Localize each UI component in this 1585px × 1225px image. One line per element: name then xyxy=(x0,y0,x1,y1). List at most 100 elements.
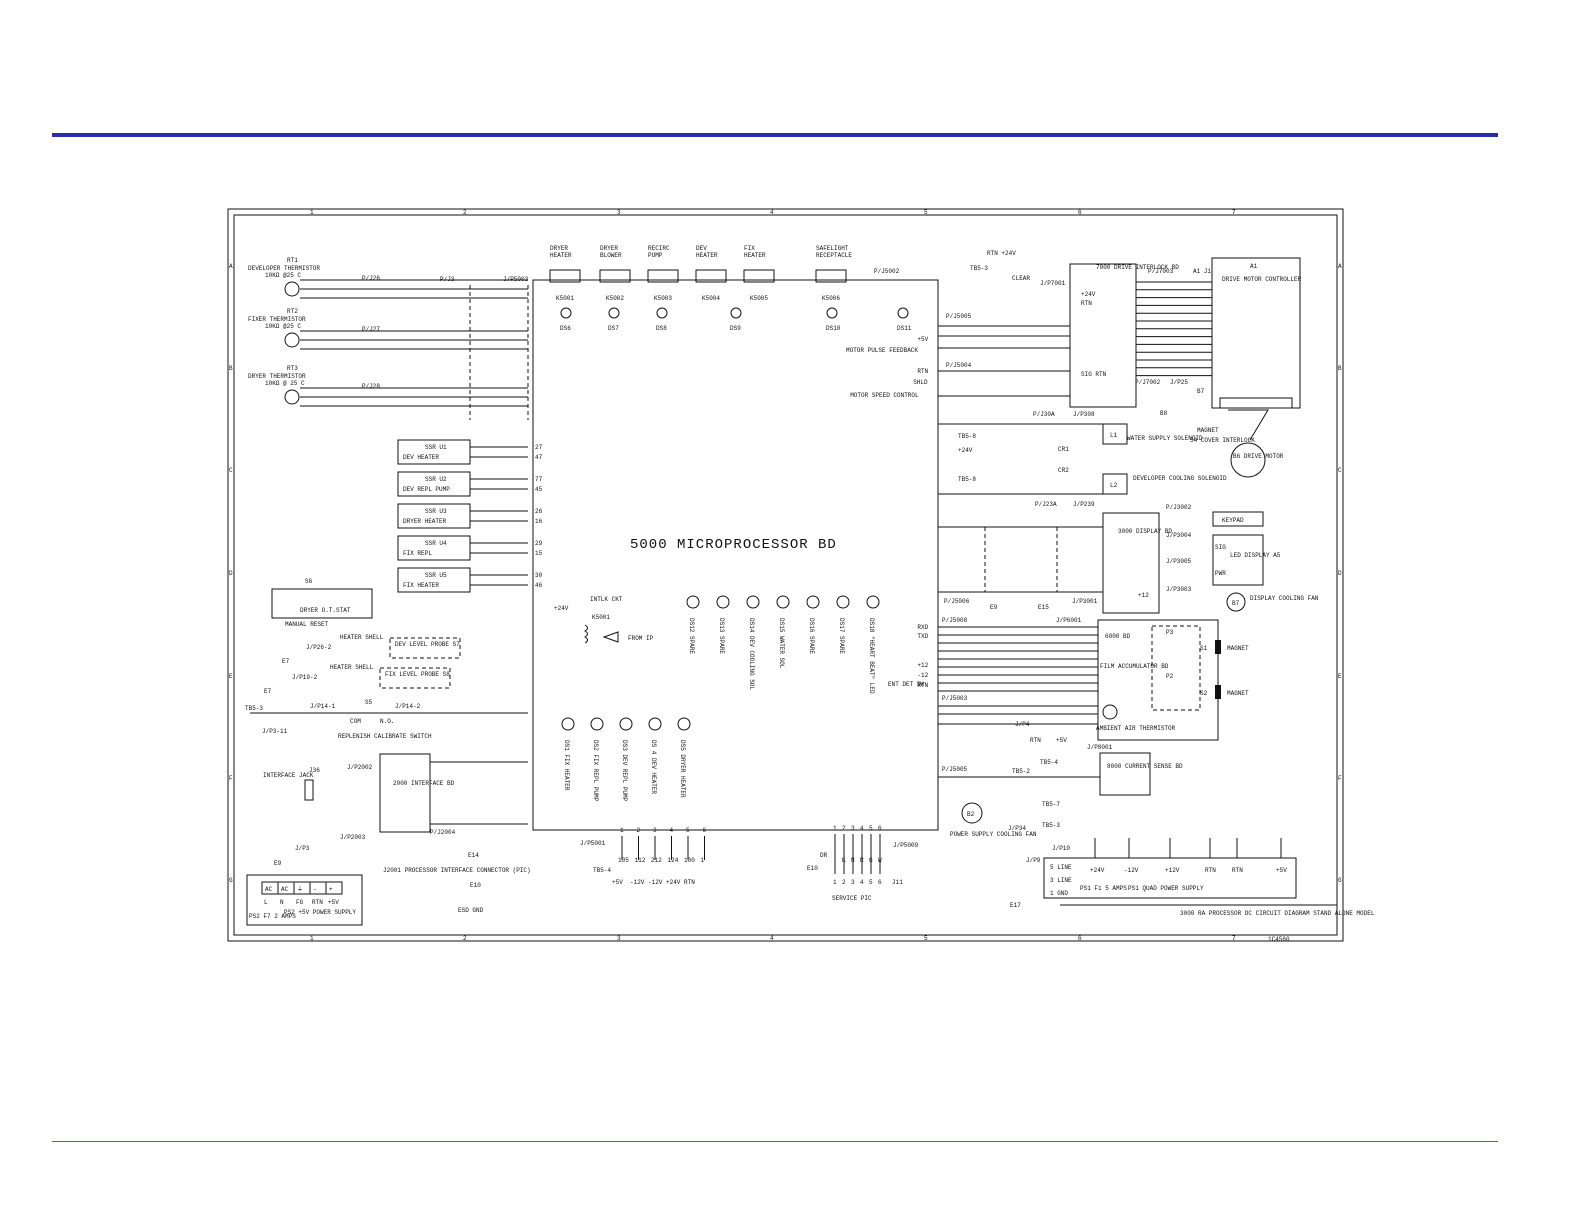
ssr-pin: 45 xyxy=(535,486,543,493)
ssr-ref: SSR U3 xyxy=(425,508,447,515)
service-color: W xyxy=(878,857,882,864)
relay-head-line1: SAFELIGHT xyxy=(816,245,849,252)
e14-label: E14 xyxy=(468,852,479,859)
from-ip-buffer xyxy=(602,631,619,643)
jp5001-rail: -12V xyxy=(630,879,645,886)
relay-head-line1: DRYER xyxy=(550,245,568,252)
relay-contact-box xyxy=(549,269,581,283)
jp9-label: J/P9 xyxy=(1026,857,1041,864)
grid-col-bottom: 4 xyxy=(770,935,774,942)
grid-row-right: D xyxy=(1338,570,1342,577)
ssr-ref: SSR U5 xyxy=(425,572,447,579)
thermistor-value: 10KΩ @25 C xyxy=(265,323,301,330)
pj5002-label: P/J5002 xyxy=(874,268,900,275)
ps-fan-ref: B2 xyxy=(967,811,975,818)
ssr-pin: 46 xyxy=(535,582,543,589)
ps1-gnd: 1 GND xyxy=(1050,890,1068,897)
grid-row-left: F xyxy=(229,775,233,782)
right-signal-label: ENT DET SW xyxy=(888,681,924,688)
b8-label: B8 xyxy=(1160,410,1168,417)
lower-led-icon xyxy=(590,717,604,731)
ps-fan-symbol xyxy=(961,802,983,824)
current-sense-label: 8000 CURRENT SENSE BD xyxy=(1107,763,1183,770)
grid-row-right: E xyxy=(1338,673,1342,680)
center-led-icon xyxy=(746,595,760,609)
keypad-label: KEYPAD xyxy=(1222,517,1244,524)
center-led-label: DS17 SPARE xyxy=(838,618,845,654)
thermistor-value: 10KΩ @ 25 C xyxy=(265,380,305,387)
relay-head-line1: FIX xyxy=(744,245,755,252)
dryer-stat-label: DRYER O.T.STAT xyxy=(300,607,351,614)
l1-label: L1 xyxy=(1110,432,1118,439)
j36-label: J36 xyxy=(309,767,320,774)
jp3-interface: J/P3 xyxy=(295,845,310,852)
relay-contact-box xyxy=(743,269,775,283)
tb5-3-left: TB5-3 xyxy=(245,705,263,712)
pj5005-label: P/J5005 xyxy=(946,313,972,320)
film-s2: S2 xyxy=(1200,690,1208,697)
center-led-label: DS15 WATER SOL xyxy=(778,618,785,669)
grid-row-right: F xyxy=(1338,775,1342,782)
relay-led-icon xyxy=(656,307,668,319)
pj3002-label: P/J3002 xyxy=(1166,504,1192,511)
ssr-name: DEV REPL PUMP xyxy=(403,486,450,493)
film-6000-label: 6000 BD xyxy=(1105,633,1131,640)
grid-col-bottom: 2 xyxy=(463,935,467,942)
jp5001-rail: RTN xyxy=(684,879,695,886)
plus24v-label: +24V xyxy=(554,605,569,612)
display-fan-label: DISPLAY COOLING FAN xyxy=(1250,595,1319,602)
relay-ds-label: DS10 xyxy=(826,325,841,332)
thermistor-icon xyxy=(284,332,300,348)
grid-col-bottom: 5 xyxy=(924,935,928,942)
lower-led-icon xyxy=(677,717,691,731)
service-pin-bottom: 6 xyxy=(878,879,882,886)
right-signal-label: SHLD xyxy=(913,379,928,386)
relay-ref: K5003 xyxy=(654,295,672,302)
jp308-label: J/P308 xyxy=(1073,411,1095,418)
e17-label: E17 xyxy=(1010,902,1021,909)
l2-label: L2 xyxy=(1110,482,1118,489)
psfan-tb5-7: TB5-7 xyxy=(1042,801,1060,808)
jp5001-pin: 2 xyxy=(637,827,641,834)
grid-col-bottom: 7 xyxy=(1232,935,1236,942)
ps2-pin-label: +5V xyxy=(328,899,339,906)
jp19-2-label: J/P19-2 xyxy=(292,674,318,681)
right-signal-label: MOTOR SPEED CONTROL xyxy=(850,392,919,399)
ps1-line1: 5 LINE xyxy=(1050,864,1072,871)
film-s1: S1 xyxy=(1200,645,1208,652)
heater-shell-2: HEATER SHELL xyxy=(330,664,374,671)
lower-led-icon xyxy=(648,717,662,731)
ssr-box xyxy=(397,439,471,465)
dryer-stat-box xyxy=(271,588,373,619)
relay-ds-label: DS11 xyxy=(897,325,912,332)
grid-col-bottom: 1 xyxy=(310,935,314,942)
film-board-box xyxy=(1097,619,1219,741)
ambient-thermistor-label: AMBIENT AIR THERMISTOR xyxy=(1096,725,1176,732)
ps1-fuse: PS1 F1 5 AMPS xyxy=(1080,885,1127,892)
fix-level-label: FIX LEVEL PROBE S8 xyxy=(385,671,450,678)
display-e9: E9 xyxy=(990,604,998,611)
relay-head-line1: DEV xyxy=(696,245,707,252)
ps1-output: +12V xyxy=(1165,867,1180,874)
esd-gnd-label: ESD GND xyxy=(458,907,484,914)
jp26-2-label: J/P26-2 xyxy=(306,644,332,651)
service-color: R xyxy=(860,857,864,864)
frame-inner xyxy=(233,214,1338,936)
service-pic-label: SERVICE PIC xyxy=(832,895,872,902)
frame-outer xyxy=(227,208,1344,942)
film-wire-lines xyxy=(938,626,1098,725)
s5-label: S5 xyxy=(365,699,373,706)
clear-label: CLEAR xyxy=(1012,275,1030,282)
interface-jack-symbol xyxy=(304,779,314,801)
thermistor-ref: RT3 xyxy=(287,365,298,372)
k5001-coil-label: K5001 xyxy=(592,614,610,621)
rtn-plus24v-label: RTN +24V xyxy=(987,250,1016,257)
service-color: K xyxy=(842,857,846,864)
a1j1-label: A1 J1 xyxy=(1193,268,1211,275)
no-label: N.O. xyxy=(380,718,394,725)
jp25-label: J/P25 xyxy=(1170,379,1188,386)
